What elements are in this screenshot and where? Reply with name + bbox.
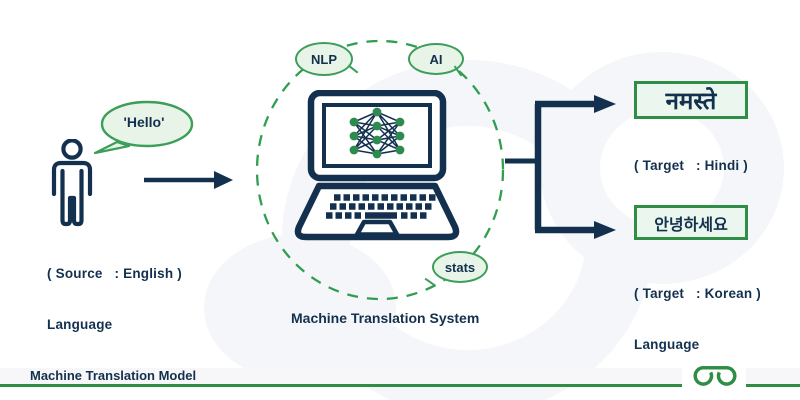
arrow-right-icon xyxy=(144,171,233,189)
footer-title: Machine Translation Model xyxy=(30,368,197,383)
hindi-target-line1: ( Target : Hindi ) xyxy=(634,158,748,173)
geeksforgeeks-logo-icon xyxy=(693,366,737,386)
hindi-output-text: नमस्ते xyxy=(665,87,717,115)
source-language-line1: ( Source : English ) xyxy=(47,266,182,281)
dashed-circle xyxy=(255,39,505,301)
korean-target-line2: Language xyxy=(634,337,700,352)
footer-bar xyxy=(0,368,800,387)
branch-connector xyxy=(505,95,616,239)
stats-bubble: stats xyxy=(432,251,488,283)
stats-label: stats xyxy=(444,259,476,275)
system-caption: Machine Translation System xyxy=(291,310,480,326)
speech-text: 'Hello' xyxy=(123,114,165,130)
nlp-label: NLP xyxy=(311,51,337,67)
source-language-label: ( Source : English ) Language xyxy=(47,231,182,367)
korean-output-box: 안녕하세요 xyxy=(634,205,748,240)
korean-target-label: ( Target : Korean ) Language xyxy=(634,251,761,387)
nlp-bubble: NLP xyxy=(295,42,353,76)
ai-bubble: AI xyxy=(408,43,464,75)
korean-output-text: 안녕하세요 xyxy=(654,216,728,234)
laptop-icon xyxy=(294,90,460,241)
source-language-line2: Language xyxy=(47,317,113,332)
korean-target-line1: ( Target : Korean ) xyxy=(634,286,761,301)
person-icon xyxy=(51,139,93,227)
hindi-output-box: नमस्ते xyxy=(634,81,748,119)
ai-label: AI xyxy=(429,51,443,67)
speech-bubble xyxy=(93,100,194,155)
neural-network-icon xyxy=(353,111,401,155)
